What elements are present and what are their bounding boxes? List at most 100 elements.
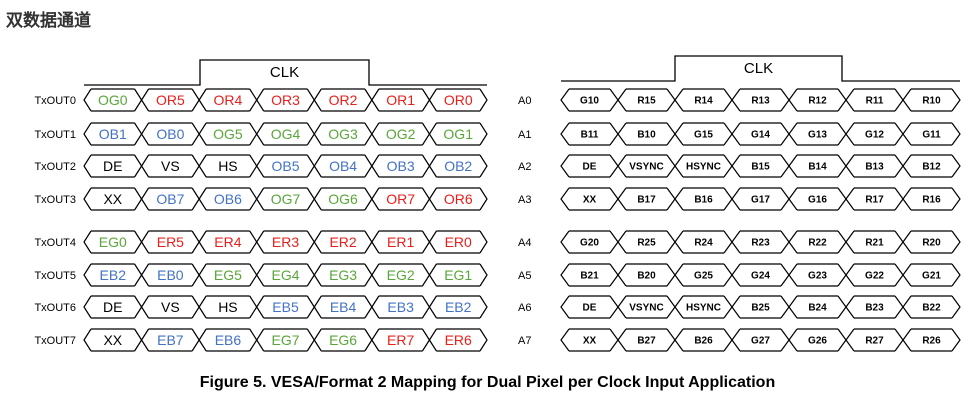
bus-crossing: [134, 263, 150, 287]
left-bit-cell: ER0: [445, 234, 472, 250]
right-bit-cell: XX: [583, 195, 597, 206]
right-bit-cell: B27: [637, 336, 656, 347]
left-bit-cell: EG3: [329, 267, 357, 283]
bus-crossing: [364, 88, 380, 112]
bus-crossing: [421, 88, 437, 112]
left-row-label: TxOUT0: [34, 95, 76, 107]
bus-crossing: [191, 328, 207, 352]
left-bit-cell: ER3: [272, 234, 299, 250]
bus-crossing: [780, 230, 798, 254]
bus-end-point: [479, 328, 488, 352]
bus-crossing: [666, 187, 684, 211]
right-bit-cell: G11: [922, 130, 941, 141]
left-bit-cell: OG5: [213, 126, 243, 142]
left-row-label: TxOUT6: [34, 302, 76, 314]
right-bit-cell: R13: [751, 96, 770, 107]
bus-crossing: [364, 328, 380, 352]
left-bit-cell: VS: [161, 299, 180, 315]
bus-start-point: [560, 187, 570, 211]
left-bit-cell: OR1: [386, 92, 415, 108]
bus-crossing: [306, 295, 322, 319]
bus-crossing: [364, 263, 380, 287]
bus-crossing: [306, 263, 322, 287]
right-bit-cell: G15: [694, 130, 713, 141]
left-bit-cell: EB7: [157, 332, 184, 348]
bus-end-point: [951, 263, 961, 287]
bus-crossing: [894, 230, 912, 254]
right-bit-cell: G16: [808, 195, 827, 206]
left-bit-cell: EG2: [387, 267, 415, 283]
bus-crossing: [249, 88, 265, 112]
bus-crossing: [421, 295, 437, 319]
bus-crossing: [780, 187, 798, 211]
left-bit-cell: OG2: [386, 126, 416, 142]
bus-crossing: [723, 154, 741, 178]
bus-crossing: [421, 263, 437, 287]
left-bit-cell: ER5: [157, 234, 184, 250]
bus-crossing: [134, 88, 150, 112]
bus-crossing: [134, 295, 150, 319]
left-bit-cell: OR0: [444, 92, 473, 108]
bus-crossing: [191, 88, 207, 112]
bus-crossing: [723, 122, 741, 146]
left-bit-cell: EG0: [99, 234, 127, 250]
right-row-label: A3: [518, 194, 531, 206]
bus-crossing: [837, 187, 855, 211]
left-row-label: TxOUT3: [34, 194, 76, 206]
right-bit-cell: R27: [865, 336, 884, 347]
right-bit-cell: B25: [751, 303, 770, 314]
right-bit-cell: B16: [694, 195, 713, 206]
bus-end-point: [951, 187, 961, 211]
left-bit-cell: OB5: [271, 158, 299, 174]
bus-crossing: [780, 263, 798, 287]
right-bit-cell: G27: [751, 336, 770, 347]
left-row-label: TxOUT7: [34, 335, 76, 347]
page-heading: 双数据通道: [6, 11, 91, 30]
bus-crossing: [134, 122, 150, 146]
right-bit-cell: B22: [922, 303, 941, 314]
bus-start-point: [83, 295, 92, 319]
bus-start-point: [83, 230, 92, 254]
bus-crossing: [249, 122, 265, 146]
bus-end-point: [479, 187, 488, 211]
right-bit-cell: R17: [865, 195, 884, 206]
bus-crossing: [837, 122, 855, 146]
bus-start-point: [560, 154, 570, 178]
bus-crossing: [249, 263, 265, 287]
left-bit-cell: OR3: [271, 92, 300, 108]
bus-crossing: [837, 295, 855, 319]
left-bit-cell: EG4: [271, 267, 299, 283]
bus-crossing: [894, 187, 912, 211]
right-row-label: A5: [518, 270, 531, 282]
left-bit-cell: EB6: [215, 332, 242, 348]
right-bit-cell: G22: [865, 271, 884, 282]
bus-end-point: [479, 88, 488, 112]
left-bit-cell: EG5: [214, 267, 242, 283]
bus-crossing: [780, 154, 798, 178]
bus-crossing: [609, 295, 627, 319]
bus-crossing: [306, 328, 322, 352]
bus-start-point: [83, 122, 92, 146]
right-bit-cell: B13: [865, 162, 884, 173]
bus-crossing: [421, 122, 437, 146]
left-bit-cell: EB2: [100, 267, 127, 283]
right-row-label: A1: [518, 129, 531, 141]
left-bit-cell: EG1: [444, 267, 472, 283]
left-bit-cell: OR4: [214, 92, 243, 108]
left-bit-cell: VS: [161, 158, 180, 174]
bus-crossing: [191, 263, 207, 287]
right-row-label: A4: [518, 237, 531, 249]
left-bit-cell: ER1: [387, 234, 414, 250]
right-bit-cell: B10: [637, 130, 656, 141]
left-bit-cell: ER7: [387, 332, 414, 348]
bus-crossing: [609, 122, 627, 146]
left-bit-cell: EG7: [271, 332, 299, 348]
bus-crossing: [894, 88, 912, 112]
right-bit-cell: G26: [808, 336, 827, 347]
right-row-label: A2: [518, 161, 531, 173]
